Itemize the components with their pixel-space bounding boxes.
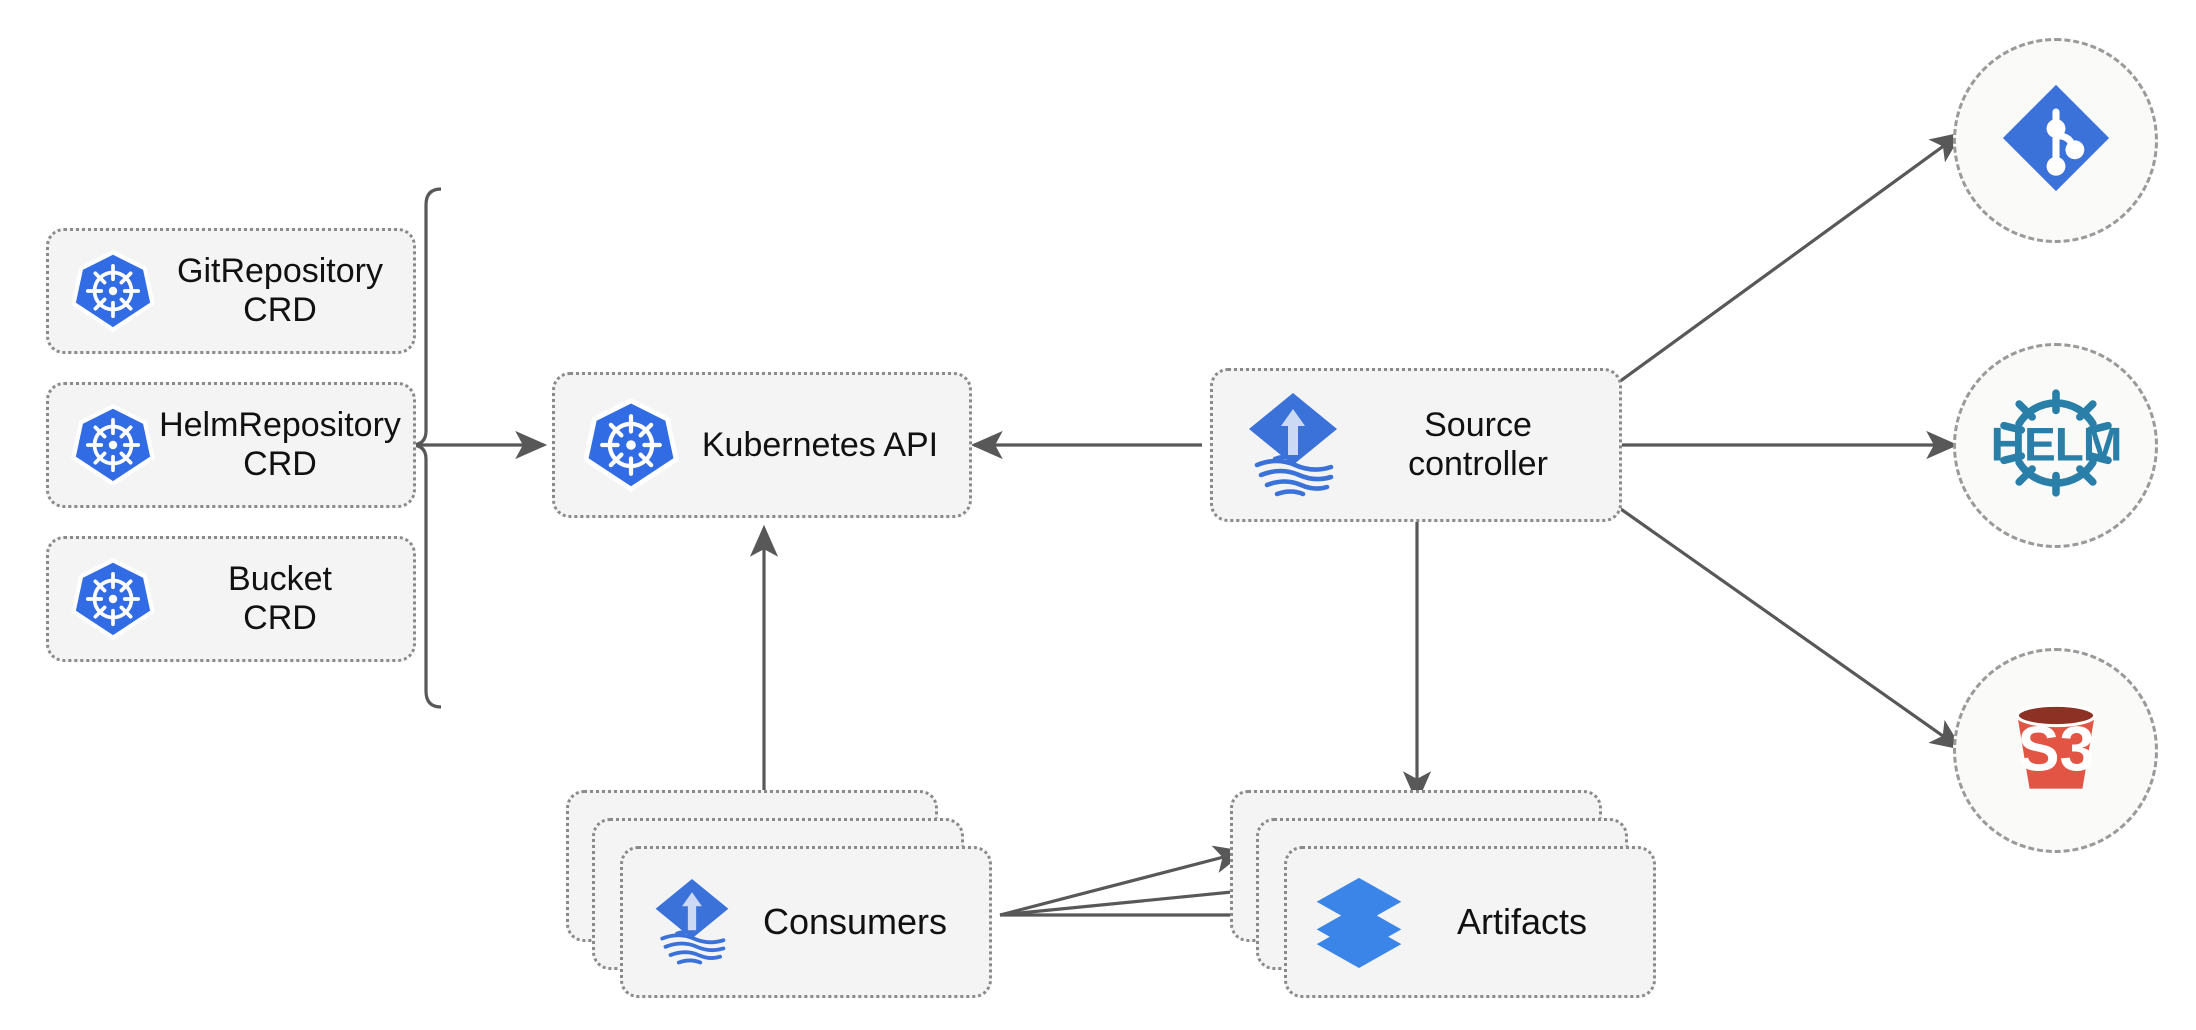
edge-consumers-to-artifacts-1: [999, 845, 1247, 917]
node-label-consumers: Consumers: [762, 901, 948, 942]
crd-box-bucket[interactable]: Bucket CRD: [46, 536, 416, 662]
node-artifacts[interactable]: Artifacts: [1230, 790, 1670, 998]
flux-icon: [1241, 389, 1345, 501]
consumers-stack-layer-front[interactable]: Consumers: [620, 846, 992, 998]
artifacts-stack-layer-front[interactable]: Artifacts: [1284, 846, 1656, 998]
node-source-controller[interactable]: Source controller: [1210, 368, 1622, 522]
helm-icon: HELM: [1990, 378, 2122, 513]
node-label-source-controller: Source controller: [1408, 406, 1548, 483]
layers-icon: [1313, 874, 1405, 970]
crd-label-helmrepository: HelmRepository CRD: [159, 406, 401, 483]
source-circle-helm[interactable]: HELM: [1953, 343, 2158, 548]
crd-box-helmrepository[interactable]: HelmRepository CRD: [46, 382, 416, 508]
crd-box-gitrepository[interactable]: GitRepository CRD: [46, 228, 416, 354]
kubernetes-icon: [583, 397, 679, 493]
helm-wordmark: HELM: [1991, 418, 2121, 471]
source-circle-s3[interactable]: S3: [1953, 648, 2158, 853]
kubernetes-icon: [71, 249, 155, 333]
s3-wordmark: S3: [2017, 714, 2094, 784]
crd-label-gitrepository: GitRepository CRD: [177, 252, 383, 329]
node-label-kubernetes-api: Kubernetes API: [701, 425, 939, 464]
crd-label-bucket: Bucket CRD: [228, 560, 332, 637]
edge-source-to-s3: [1607, 498, 1963, 750]
node-label-artifacts: Artifacts: [1456, 901, 1588, 942]
edge-source-to-git: [1607, 132, 1963, 392]
source-circle-git[interactable]: [1953, 38, 2158, 243]
s3-bucket-icon: S3: [1995, 687, 2117, 814]
node-consumers[interactable]: Consumers: [566, 790, 1006, 998]
git-icon: [1997, 79, 2115, 202]
kubernetes-icon: [71, 557, 155, 641]
flux-icon: [649, 874, 735, 970]
kubernetes-icon: [71, 403, 155, 487]
node-kubernetes-api[interactable]: Kubernetes API: [552, 372, 972, 518]
